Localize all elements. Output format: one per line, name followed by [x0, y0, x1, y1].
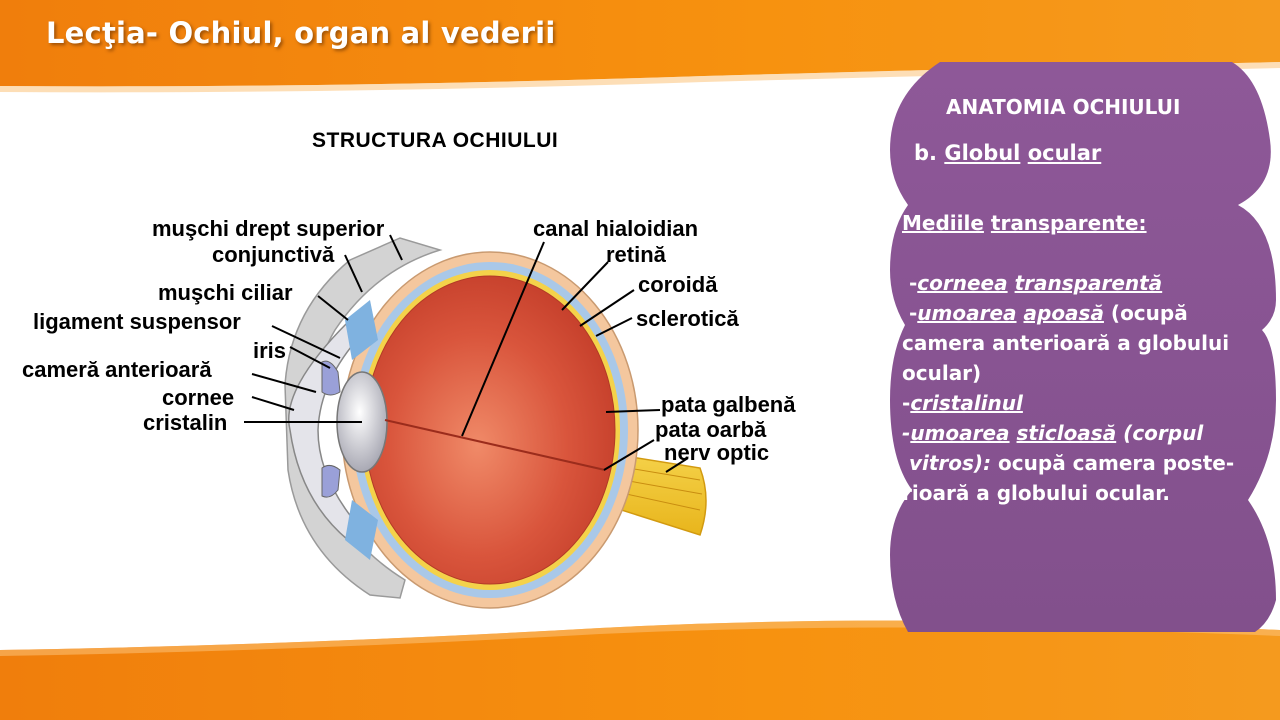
list-item: ocular): [902, 358, 1272, 388]
label-cristalin: cristalin: [143, 411, 227, 435]
label-pata-oarba: pata oarbă: [655, 418, 766, 442]
label-muschi-drept-superior: muşchi drept superior: [152, 217, 384, 241]
label-retina: retină: [606, 243, 666, 267]
list-item: -corneea transparentă: [902, 268, 1272, 298]
panel-heading: Mediile transparente:: [902, 208, 1147, 238]
label-coroida: coroidă: [638, 273, 717, 297]
list-item: rioară a globului ocular.: [902, 478, 1272, 508]
label-canal-hialoidian: canal hialoidian: [533, 217, 698, 241]
label-cornee: cornee: [162, 386, 234, 410]
transparent-media-list: -corneea transparentă -umoarea apoasă (o…: [902, 268, 1272, 508]
label-muschi-ciliar: muşchi ciliar: [158, 281, 293, 305]
label-iris: iris: [253, 339, 286, 363]
vitreous-body: [365, 276, 615, 584]
list-item: -cristalinul: [902, 388, 1272, 418]
label-conjunctiva: conjunctivă: [212, 243, 334, 267]
label-ligament-suspensor: ligament suspensor: [33, 310, 241, 334]
label-nerv-optic: nerv optic: [664, 441, 769, 465]
list-item: vitros): ocupă camera poste-: [902, 448, 1272, 478]
list-item: camera anterioară a globului: [902, 328, 1272, 358]
panel-title: ANATOMIA OCHIULUI: [946, 92, 1180, 122]
label-pata-galbena: pata galbenă: [661, 393, 795, 417]
label-sclerotica: sclerotică: [636, 307, 739, 331]
panel-subtitle: b. Globul ocular: [914, 138, 1101, 168]
list-item: -umoarea sticloasă (corpul: [902, 418, 1272, 448]
label-camera-anterioara: cameră anterioară: [22, 358, 212, 382]
list-item: -umoarea apoasă (ocupă: [902, 298, 1272, 328]
